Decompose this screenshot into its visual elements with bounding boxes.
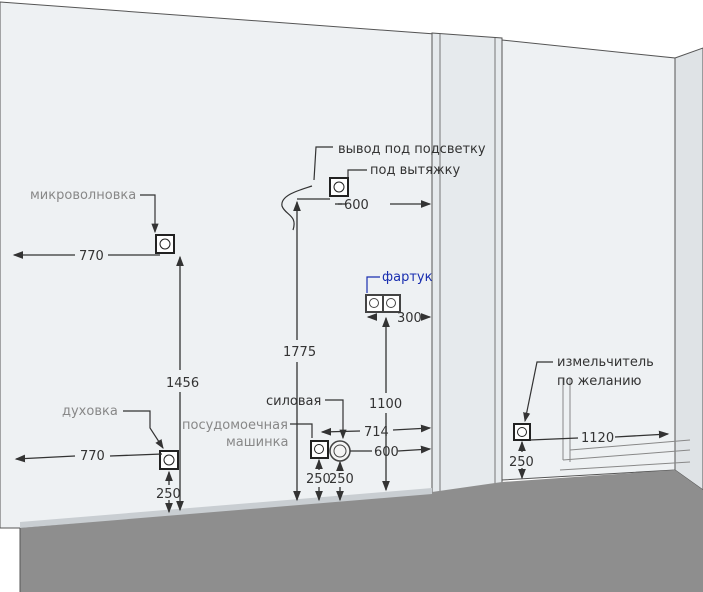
- sink-pipes: [559, 378, 691, 471]
- corner-wall: [674, 47, 703, 491]
- label-hood: под вытяжку: [370, 163, 460, 178]
- dim-microwave-left: 770: [79, 249, 104, 264]
- label-dishwasher-1: посудомоечная: [182, 418, 288, 433]
- dim-dishwasher-height: 250: [306, 472, 331, 487]
- label-power: силовая: [266, 394, 321, 409]
- socket-power: [329, 440, 351, 462]
- dim-oven-height: 250: [156, 487, 181, 502]
- label-backlight-outlet: вывод под подсветку: [338, 142, 486, 157]
- dim-shredder-right: 1120: [581, 431, 614, 446]
- dim-backsplash-column: 300: [397, 311, 422, 326]
- column: [431, 32, 503, 496]
- label-oven: духовка: [62, 404, 118, 419]
- backlight-wire: [281, 185, 313, 231]
- socket-microwave: [155, 234, 175, 254]
- dim-oven-left: 770: [80, 449, 105, 464]
- dim-backsplash-height: 1100: [369, 397, 402, 412]
- floor: [20, 470, 703, 592]
- right-wall: [501, 39, 676, 481]
- dim-shredder-height: 250: [509, 455, 534, 470]
- dim-microwave-height: 1456: [166, 376, 199, 391]
- dim-power-column: 600: [374, 445, 399, 460]
- dim-dishwasher-column: 714: [364, 425, 389, 440]
- baseboard: [20, 488, 432, 528]
- label-backsplash: фартук: [382, 270, 433, 285]
- dim-hood-column: 600: [344, 198, 369, 213]
- label-shredder-1: измельчитель: [557, 355, 654, 370]
- dim-power-height: 250: [329, 472, 354, 487]
- socket-oven: [159, 450, 179, 470]
- label-dishwasher-2: машинка: [226, 435, 288, 450]
- socket-dishwasher: [310, 440, 329, 459]
- label-shredder-2: по желанию: [557, 374, 642, 389]
- socket-backsplash: [365, 294, 401, 313]
- back-wall: [0, 1, 436, 529]
- socket-hood: [329, 177, 349, 197]
- label-microwave: микроволновка: [30, 188, 136, 203]
- socket-shredder: [513, 423, 531, 441]
- dim-hood-height: 1775: [283, 345, 316, 360]
